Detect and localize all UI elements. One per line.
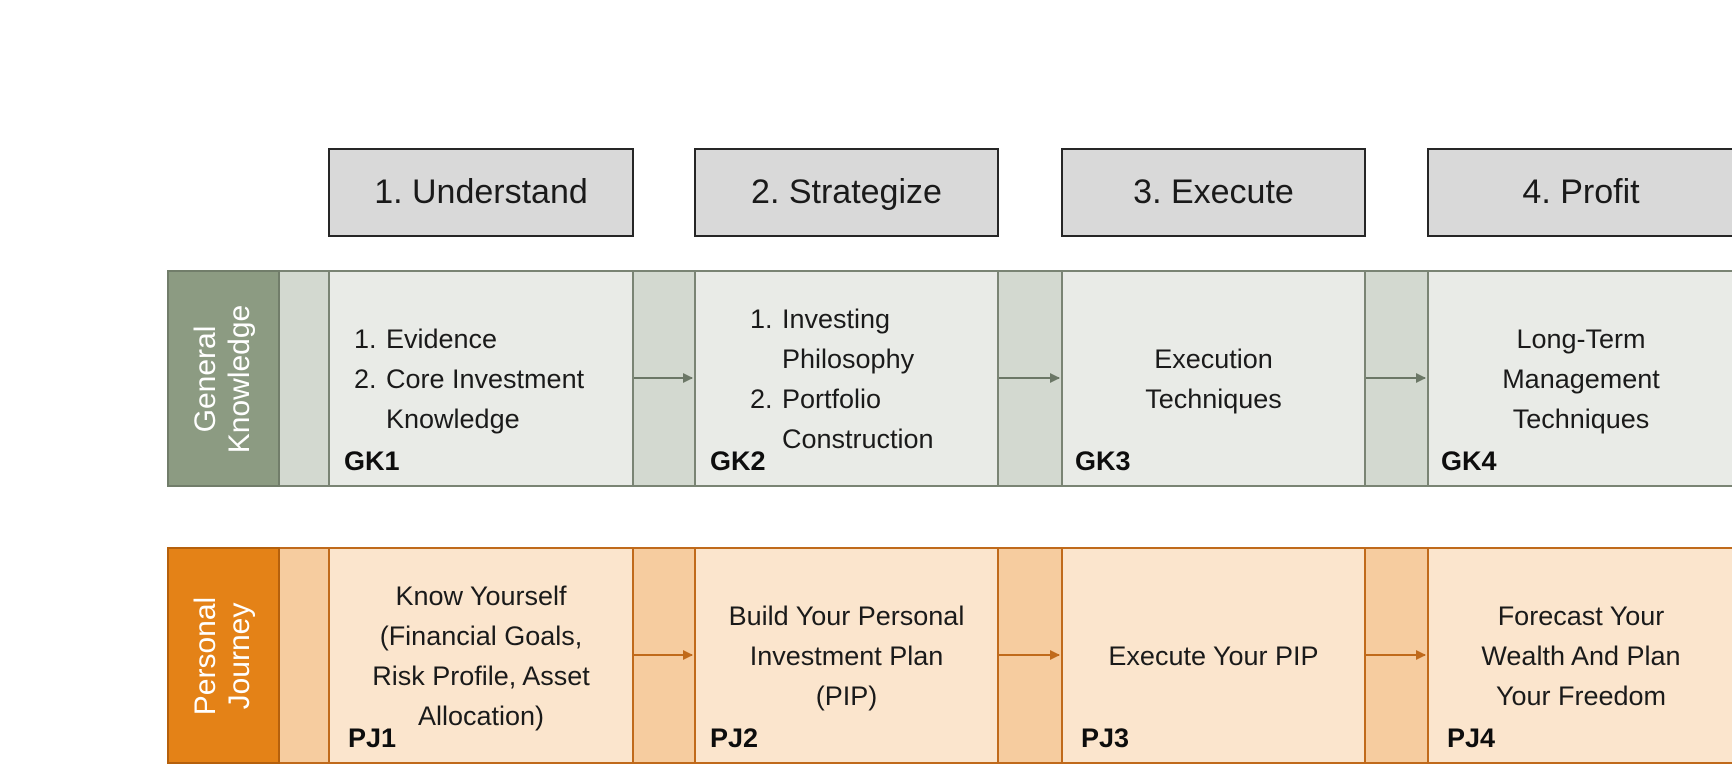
gk1-box: Evidence Core Investment Knowledge GK1 [328,270,634,487]
gk2-content: Investing Philosophy Portfolio Construct… [696,272,997,485]
header-profit: 4. Profit [1427,148,1732,237]
gk1-code: GK1 [344,446,400,476]
gk2-box: Investing Philosophy Portfolio Construct… [694,270,999,487]
pj3-box: Execute Your PIP PJ3 [1061,547,1366,764]
pj1-box: Know Yourself (Financial Goals, Risk Pro… [328,547,634,764]
gk2-item-2: Portfolio Construction [780,379,967,459]
gk3-text: Execution Techniques [1145,343,1282,414]
pj4-box: Forecast Your Wealth And Plan Your Freed… [1427,547,1732,764]
pj2-box: Build Your Personal Investment Plan (PIP… [694,547,999,764]
pj2-code: PJ2 [710,723,759,753]
pj2-text: Build Your Personal Investment Plan (PIP… [728,600,965,711]
gk3-code: GK3 [1075,446,1131,476]
gk1-content: Evidence Core Investment Knowledge [330,272,632,485]
header-strategize: 2. Strategize [694,148,999,237]
gk2-item-1: Investing Philosophy [780,299,967,379]
gk2-code: GK2 [710,446,766,476]
header-understand: 1. Understand [328,148,634,237]
gk1-item-2: Core Investment Knowledge [384,359,612,439]
pj3-text: Execute Your PIP [1108,640,1319,671]
pj4-text: Forecast Your Wealth And Plan Your Freed… [1481,600,1681,711]
gk1-item-1: Evidence [384,319,612,359]
pj3-code: PJ3 [1081,723,1130,753]
gk-row-label: General Knowledge [167,270,280,487]
header-label: 3. Execute [1133,173,1294,211]
gk4-box: Long-Term Management Techniques GK4 [1427,270,1732,487]
header-execute: 3. Execute [1061,148,1366,237]
pj1-code: PJ1 [348,723,397,753]
header-label: 4. Profit [1522,173,1640,211]
gk3-box: Execution Techniques GK3 [1061,270,1366,487]
pj-row-label: Personal Journey [167,547,280,764]
gk4-text: Long-Term Management Techniques [1502,323,1660,434]
pj1-text: Know Yourself (Financial Goals, Risk Pro… [372,580,590,731]
header-label: 1. Understand [374,173,588,211]
header-label: 2. Strategize [751,173,942,211]
pj4-code: PJ4 [1447,723,1496,753]
gk4-code: GK4 [1441,446,1497,476]
